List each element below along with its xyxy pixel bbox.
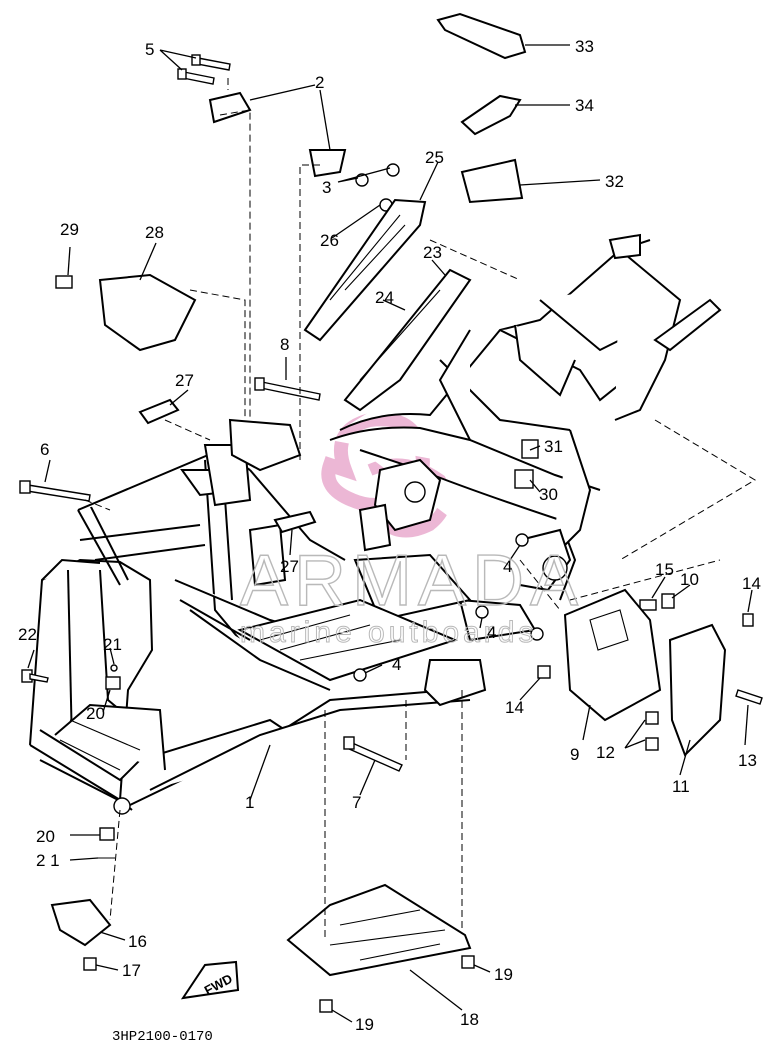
callout-17: 17	[122, 961, 141, 980]
callout-22: 22	[18, 625, 37, 644]
callout-24: 24	[375, 288, 394, 307]
callout-31: 31	[544, 437, 563, 456]
callout-20-top: 20	[86, 704, 105, 723]
callout-19-right: 19	[494, 965, 513, 984]
callout-10: 10	[680, 570, 699, 589]
callout-15: 15	[655, 560, 674, 579]
callout-20-bottom: 20	[36, 827, 55, 846]
callout-21-bottom: 2 1	[36, 851, 60, 870]
callout-2: 2	[315, 73, 324, 92]
callout-26: 26	[320, 231, 339, 250]
callout-3: 3	[322, 178, 331, 197]
callout-30: 30	[539, 485, 558, 504]
callout-9: 9	[570, 745, 579, 764]
watermark-brand: ARMADA	[240, 541, 584, 621]
callout-6: 6	[40, 440, 49, 459]
callout-18: 18	[460, 1010, 479, 1029]
main-frame	[29, 233, 722, 815]
callout-1: 1	[245, 793, 254, 812]
callout-32: 32	[605, 172, 624, 191]
fasteners	[19, 54, 763, 1013]
callout-14-left: 14	[505, 698, 524, 717]
callout-14-right: 14	[742, 574, 761, 593]
callout-12: 12	[596, 743, 615, 762]
fwd-arrow-icon	[180, 960, 240, 1000]
callout-25: 25	[425, 148, 444, 167]
callout-8: 8	[280, 335, 289, 354]
callout-4-upper: 4	[503, 557, 512, 576]
callout-4-lower: 4	[392, 655, 401, 674]
callout-34: 34	[575, 96, 594, 115]
callout-27-top: 27	[175, 371, 194, 390]
callout-7: 7	[352, 793, 361, 812]
drawing-code: 3HP2100-0170	[112, 1029, 213, 1045]
watermark: ARMADA marine outboards	[239, 540, 584, 649]
callout-5: 5	[145, 40, 154, 59]
loose-components	[50, 12, 727, 1000]
callout-29: 29	[60, 220, 79, 239]
assembly-lines	[84, 78, 756, 940]
leader-lines	[27, 44, 753, 1023]
callout-33: 33	[575, 37, 594, 56]
callout-4-mid: 4	[487, 623, 496, 642]
watermark-tagline: marine outboards	[240, 616, 537, 649]
callout-labels: 5 2 3 25 26 23 24 33 34 32 29 28 27 8 6 …	[18, 37, 761, 1034]
callout-13: 13	[738, 751, 757, 770]
callout-23: 23	[423, 243, 442, 262]
callout-28: 28	[145, 223, 164, 242]
callout-11: 11	[672, 777, 690, 796]
callout-27-mid: 27	[280, 557, 299, 576]
callout-21-top: 21	[103, 635, 122, 654]
callout-19-bottom: 19	[355, 1015, 374, 1034]
callout-16: 16	[128, 932, 147, 951]
